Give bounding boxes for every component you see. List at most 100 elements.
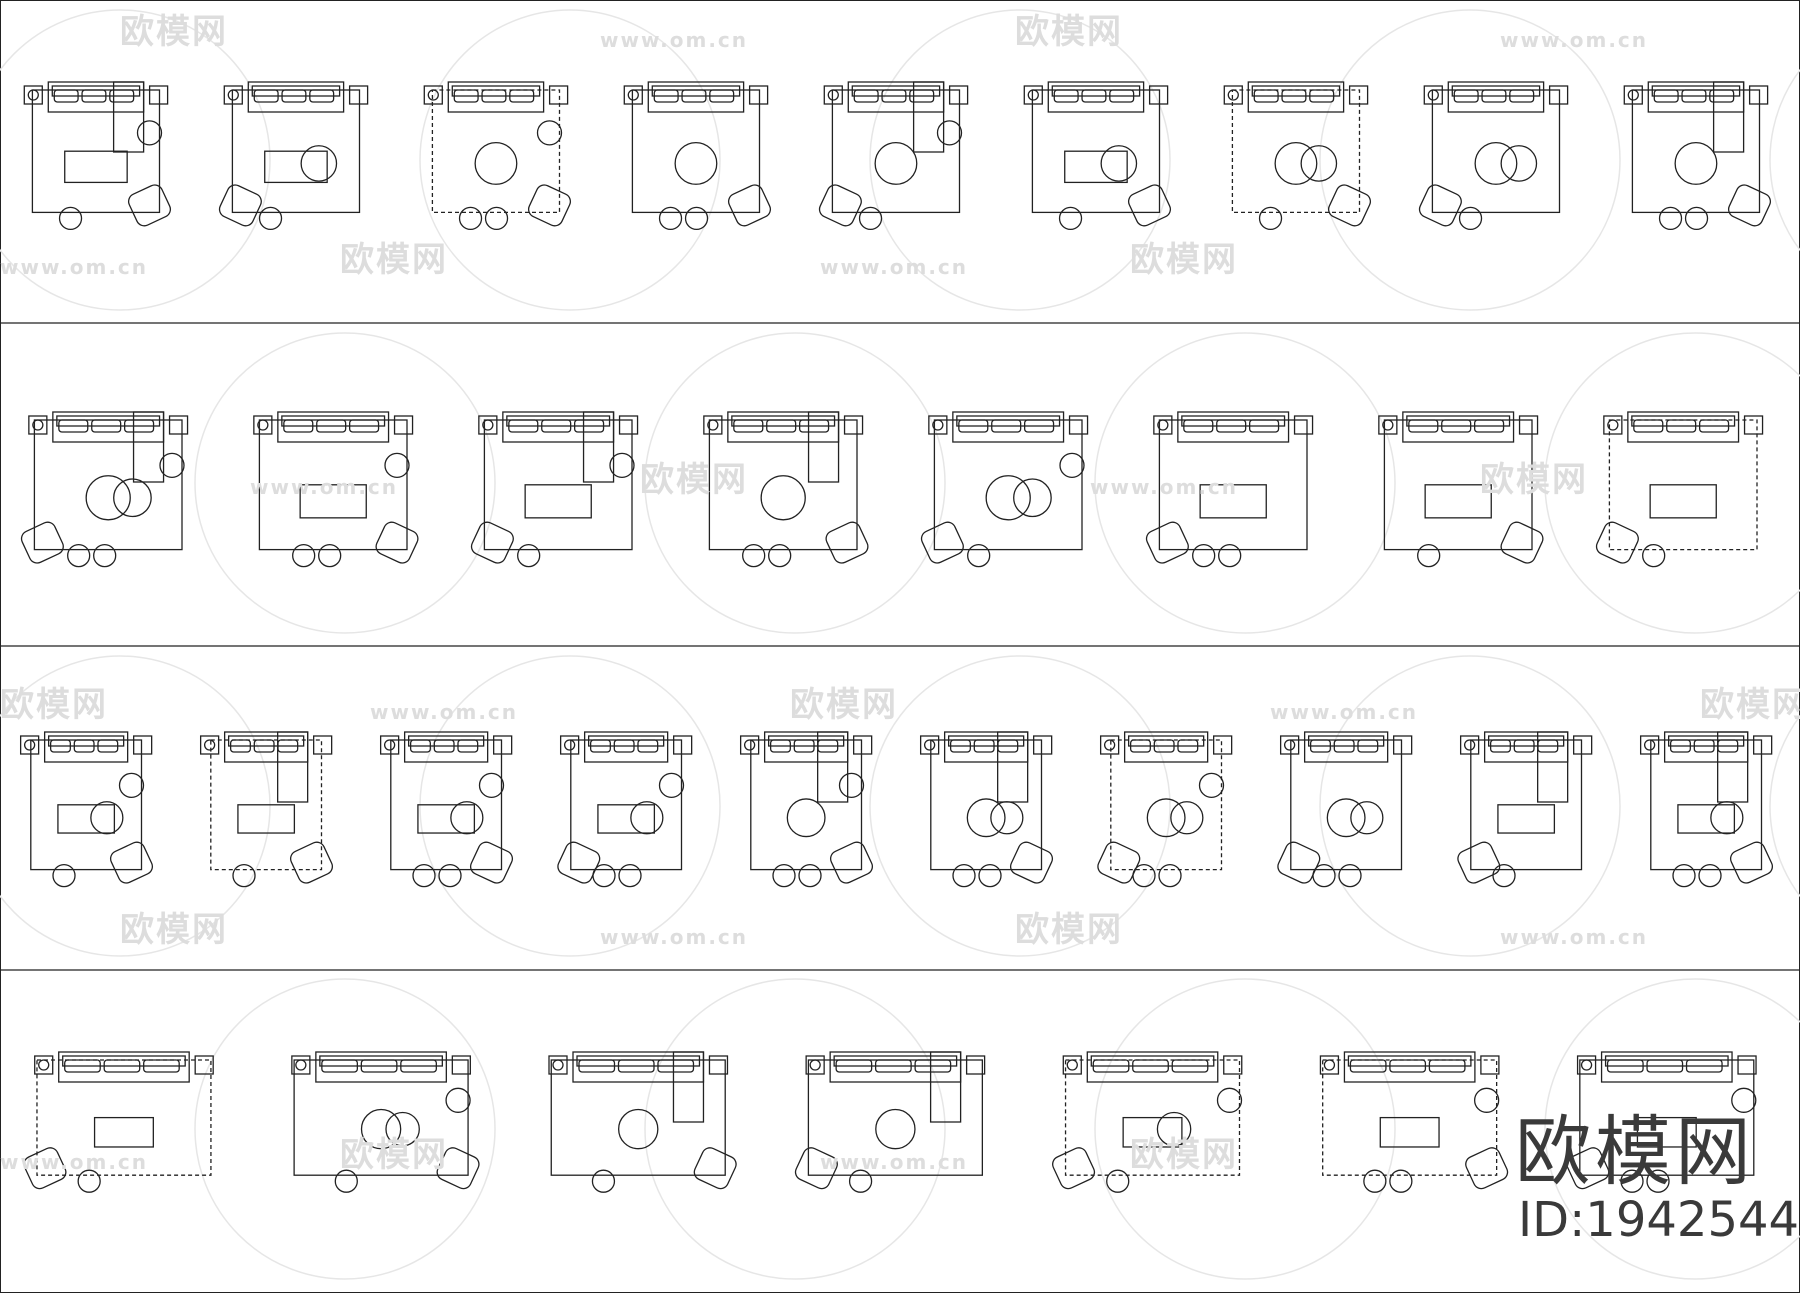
sofa bbox=[1123, 731, 1209, 763]
coffee-table bbox=[93, 1116, 154, 1148]
coffee-table-secondary bbox=[300, 145, 338, 182]
coffee-table-secondary bbox=[1300, 145, 1338, 182]
living-room-plan bbox=[20, 411, 189, 568]
coffee-table bbox=[1677, 804, 1736, 834]
cushion bbox=[229, 739, 251, 753]
coffee-table bbox=[299, 484, 367, 519]
stool bbox=[93, 543, 117, 568]
cushion bbox=[793, 739, 815, 753]
cushion bbox=[914, 1059, 952, 1073]
cushion bbox=[283, 419, 314, 433]
cushion bbox=[541, 419, 572, 433]
coffee-table bbox=[1064, 150, 1128, 184]
sofa bbox=[1343, 1051, 1476, 1083]
cushion bbox=[1481, 89, 1507, 103]
side-table bbox=[1743, 415, 1764, 435]
sofa-back bbox=[51, 85, 141, 97]
side-table bbox=[703, 415, 723, 435]
cushion bbox=[281, 89, 307, 103]
armchair bbox=[23, 1147, 67, 1190]
side-table bbox=[1393, 735, 1413, 755]
stool bbox=[967, 543, 991, 568]
armchair bbox=[527, 184, 572, 227]
cushion bbox=[1092, 1059, 1130, 1073]
cushion bbox=[1699, 419, 1730, 433]
armchair bbox=[794, 1147, 838, 1190]
side-table bbox=[1623, 85, 1643, 105]
cushion bbox=[769, 739, 791, 753]
rug bbox=[1110, 739, 1223, 871]
coffee-table-secondary bbox=[113, 478, 152, 518]
side-table-round bbox=[536, 120, 563, 146]
sofa-back bbox=[587, 735, 665, 747]
side-table-round bbox=[1216, 1087, 1243, 1113]
armchair bbox=[1729, 841, 1774, 884]
armchair bbox=[1145, 521, 1189, 564]
living-room-plan bbox=[1639, 731, 1774, 888]
lamp-icon bbox=[1027, 89, 1039, 101]
cushion bbox=[1129, 739, 1151, 753]
side-table-round bbox=[1198, 772, 1225, 799]
cushion bbox=[799, 419, 830, 433]
lamp-icon bbox=[627, 89, 639, 101]
living-room-plan bbox=[818, 81, 969, 231]
cushion bbox=[1081, 89, 1107, 103]
stool bbox=[1658, 206, 1683, 231]
side-table bbox=[1068, 415, 1089, 435]
rug bbox=[1631, 89, 1761, 214]
armchair bbox=[1465, 1147, 1509, 1190]
living-room-plan bbox=[548, 1051, 737, 1193]
sofa bbox=[1247, 81, 1345, 113]
side-table bbox=[478, 415, 498, 435]
sofa-back bbox=[833, 1055, 958, 1067]
sofa-back bbox=[1487, 735, 1565, 747]
sofa bbox=[1402, 411, 1515, 443]
living-room-plan bbox=[23, 1051, 214, 1193]
side-table bbox=[919, 735, 940, 755]
armchair bbox=[218, 184, 262, 227]
cushion bbox=[49, 739, 71, 753]
cushion bbox=[1653, 89, 1679, 103]
living-room-plan bbox=[218, 81, 369, 231]
stool bbox=[592, 863, 616, 888]
side-table-round bbox=[136, 120, 163, 146]
side-table bbox=[393, 415, 414, 435]
side-table bbox=[1603, 415, 1623, 435]
sofa bbox=[1627, 411, 1740, 443]
side-table bbox=[948, 85, 969, 105]
living-room-plan bbox=[1595, 411, 1764, 568]
stool bbox=[772, 863, 796, 888]
living-room-plan bbox=[19, 731, 154, 888]
coffee-table bbox=[1146, 798, 1186, 838]
watermark-arc bbox=[644, 332, 946, 634]
chaise bbox=[997, 731, 1029, 803]
sofa-back bbox=[319, 1055, 443, 1067]
coffee-table bbox=[1497, 804, 1556, 834]
asset-id-label: ID:1942544 bbox=[1518, 1192, 1800, 1248]
lamp-icon bbox=[383, 739, 396, 751]
cushion bbox=[1109, 89, 1135, 103]
chaise bbox=[132, 411, 165, 483]
coffee-table bbox=[1199, 484, 1267, 519]
rug bbox=[431, 89, 561, 214]
cushion bbox=[1408, 419, 1439, 433]
living-room-plan bbox=[920, 411, 1089, 568]
cushion bbox=[400, 1059, 437, 1073]
cushion bbox=[1513, 739, 1535, 753]
stool bbox=[768, 543, 792, 568]
stool bbox=[58, 206, 83, 231]
side-table-round bbox=[118, 772, 145, 799]
coffee-table-secondary bbox=[1013, 478, 1052, 518]
cushion bbox=[91, 419, 122, 433]
rug bbox=[1231, 89, 1361, 214]
cushion bbox=[1389, 1059, 1427, 1073]
cushion bbox=[58, 419, 89, 433]
stool bbox=[334, 1169, 358, 1193]
side-table bbox=[23, 85, 43, 105]
side-table bbox=[1423, 85, 1443, 105]
stool bbox=[52, 863, 76, 888]
coffee-table bbox=[524, 484, 592, 519]
coffee-table bbox=[64, 150, 128, 184]
cushion bbox=[1474, 419, 1505, 433]
cushion bbox=[53, 89, 79, 103]
